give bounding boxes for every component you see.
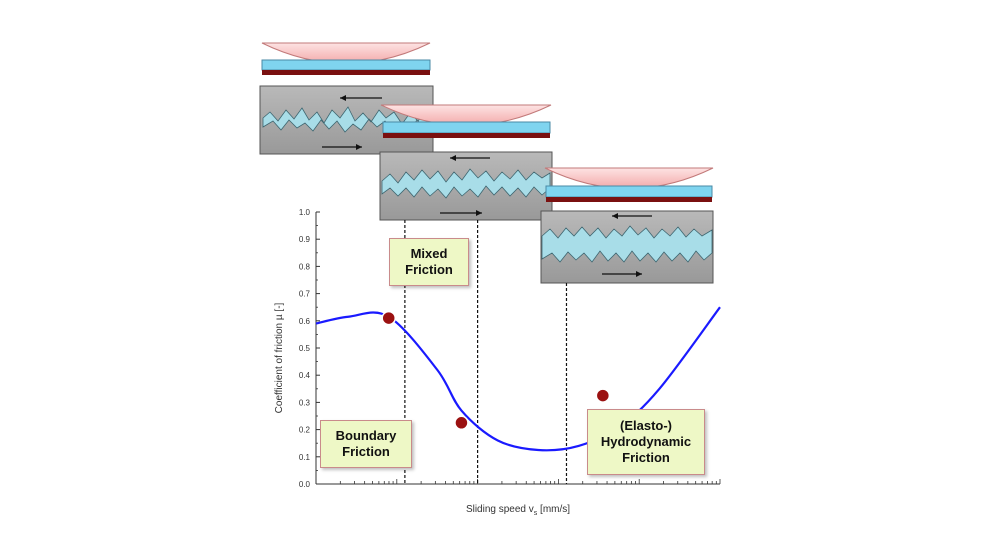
y-tick-label: 0.2 (299, 426, 311, 435)
region-label-mixed-line2: Friction (405, 262, 453, 277)
region-label-hydrodynamic: (Elasto-) Hydrodynamic Friction (587, 409, 705, 475)
region-label-boundary: Boundary Friction (320, 420, 412, 468)
y-tick-label: 0.0 (299, 480, 311, 489)
x-axis-title-subscript: s (534, 510, 538, 517)
region-label-hydro-line3: Friction (622, 450, 670, 465)
y-tick-label: 0.1 (299, 453, 311, 462)
y-tick-label: 0.7 (299, 290, 311, 299)
y-tick-label: 0.5 (299, 344, 311, 353)
y-tick-group: 0.0 0.1 0.2 0.3 0.4 0.5 0.6 0.7 0.8 0.9 1.0 (299, 208, 320, 489)
region-label-mixed-line1: Mixed (410, 246, 448, 261)
region-label-hydro-line1: (Elasto-) (620, 418, 672, 433)
y-tick-label: 1.0 (299, 208, 311, 217)
y-tick-label: 0.9 (299, 235, 311, 244)
marker-group (381, 310, 611, 431)
region-label-boundary-line1: Boundary (335, 428, 397, 443)
region-label-hydro-line2: Hydrodynamic (600, 434, 692, 449)
contact-schematic-hydrodynamic (540, 167, 714, 284)
y-tick-label: 0.4 (299, 371, 311, 380)
regime-marker-point (381, 310, 396, 326)
x-tick-group (315, 479, 721, 484)
y-tick-label: 0.3 (299, 398, 311, 407)
contact-schematic-boundary (259, 42, 434, 155)
region-label-boundary-line2: Friction (342, 444, 390, 459)
regime-marker-point (595, 388, 611, 403)
regime-marker-point (454, 415, 469, 431)
x-axis-title-main: Sliding speed v (466, 504, 534, 515)
region-label-mixed: Mixed Friction (389, 238, 469, 286)
friction-curve (315, 306, 721, 452)
y-tick-label: 0.6 (299, 317, 311, 326)
y-axis-title: Coefficient of friction µ [-] (274, 302, 285, 413)
y-tick-label: 0.8 (299, 262, 311, 271)
contact-schematic-mixed (379, 104, 553, 221)
x-axis-title-unit: [mm/s] (537, 504, 570, 515)
x-axis-title: Sliding speed vs [mm/s] (466, 504, 570, 517)
